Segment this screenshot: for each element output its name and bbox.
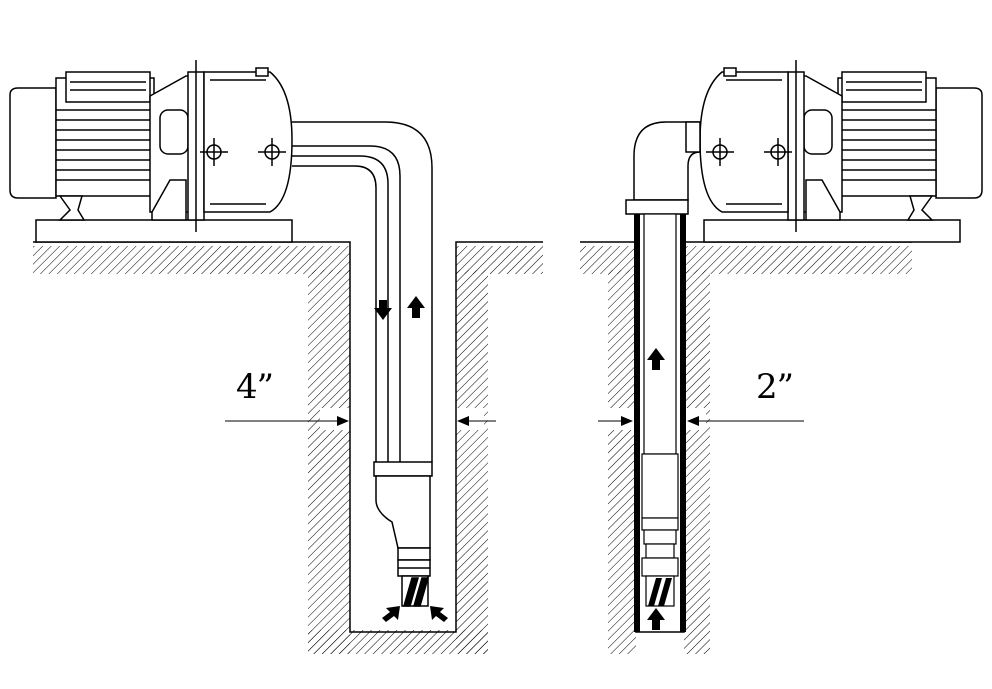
- left-arrow-intake-left: [382, 606, 400, 622]
- right-pump-motor: [699, 60, 983, 232]
- left-arrow-down: [374, 300, 392, 320]
- right-casing: [634, 213, 686, 632]
- left-installation: [9, 60, 543, 654]
- right-base-plate: [703, 219, 961, 243]
- left-well-outline: [33, 241, 543, 633]
- right-dim-gap-b: [684, 408, 706, 430]
- left-flow-arrows: [374, 296, 448, 622]
- left-base-plate: [35, 219, 293, 243]
- right-flow-arrows: [647, 348, 665, 630]
- left-dim-gap-a: [320, 408, 352, 430]
- right-elbow: [625, 121, 701, 215]
- left-pipes: [292, 121, 433, 607]
- right-arrow-up: [647, 348, 665, 370]
- well-diameter-label-4in: 4”: [236, 367, 274, 407]
- right-ground: [580, 246, 912, 654]
- left-pump-motor: [9, 60, 293, 232]
- right-dim-gap-a: [604, 408, 636, 430]
- right-arrow-intake: [647, 608, 665, 630]
- left-ground: [33, 246, 543, 654]
- right-installation: [580, 60, 983, 654]
- left-arrow-up: [407, 296, 425, 318]
- well-diameter-label-2in: 2”: [756, 367, 794, 407]
- left-dim-gap-b: [452, 408, 484, 430]
- left-arrow-intake-right: [430, 606, 448, 622]
